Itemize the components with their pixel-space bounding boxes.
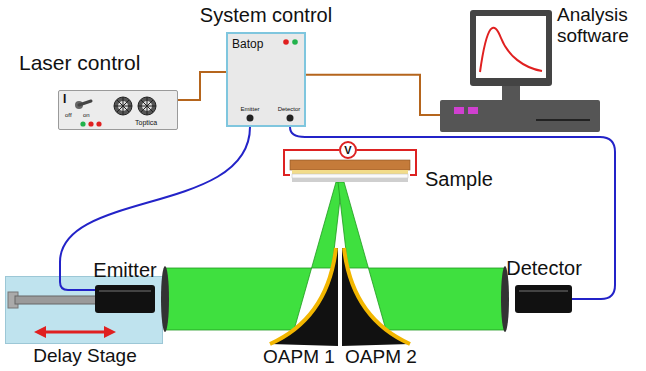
parabolic-mirror-drawing (342, 246, 410, 346)
cable (290, 127, 615, 299)
switch-mark: I (63, 93, 66, 106)
emitter-antenna-drawing (95, 285, 155, 313)
detector-antenna: Detector (515, 285, 572, 313)
brand-label: Batop (232, 38, 263, 51)
parabolic-mirror: OAPM 1 (270, 246, 338, 346)
emitter-lens (161, 266, 169, 332)
cable (306, 75, 440, 115)
delay-stage: Delay StageEmitter (5, 276, 163, 344)
parabolic-mirror: OAPM 2 (342, 246, 410, 346)
sample: Sample (290, 160, 410, 182)
port-label: Emitter (235, 106, 265, 113)
laser-control-box-drawing (59, 91, 177, 129)
computer: Analysis software (440, 10, 600, 132)
mirror-label: OAPM 1 (244, 347, 354, 368)
heading: Analysis software (557, 5, 643, 47)
sample-drawing (290, 160, 410, 182)
emitter-antenna: Emitter (95, 285, 155, 313)
stage-label: Delay Stage (6, 346, 164, 367)
brand-label: Toptica (135, 119, 157, 127)
voltmeter-label: V (341, 143, 355, 157)
component-label: Emitter (85, 259, 165, 281)
switch-label: on (83, 112, 90, 119)
cable (60, 127, 250, 290)
parabolic-mirror-drawing (270, 246, 338, 346)
laser-control-box: Laser controlIoffonToptica (58, 90, 178, 130)
port-label: Detector (274, 106, 304, 113)
cable (178, 72, 226, 100)
heading: System control (166, 4, 366, 26)
component-label: Sample (425, 168, 493, 190)
detector-antenna-drawing (515, 285, 572, 313)
component-label: Detector (499, 257, 589, 279)
heading: Laser control (19, 51, 140, 74)
system-control-box: System controlBatopEmitterDetector (226, 32, 306, 127)
switch-label: off (65, 112, 72, 119)
mirror-label: OAPM 2 (326, 347, 436, 368)
voltmeter-symbol: V (339, 141, 357, 159)
